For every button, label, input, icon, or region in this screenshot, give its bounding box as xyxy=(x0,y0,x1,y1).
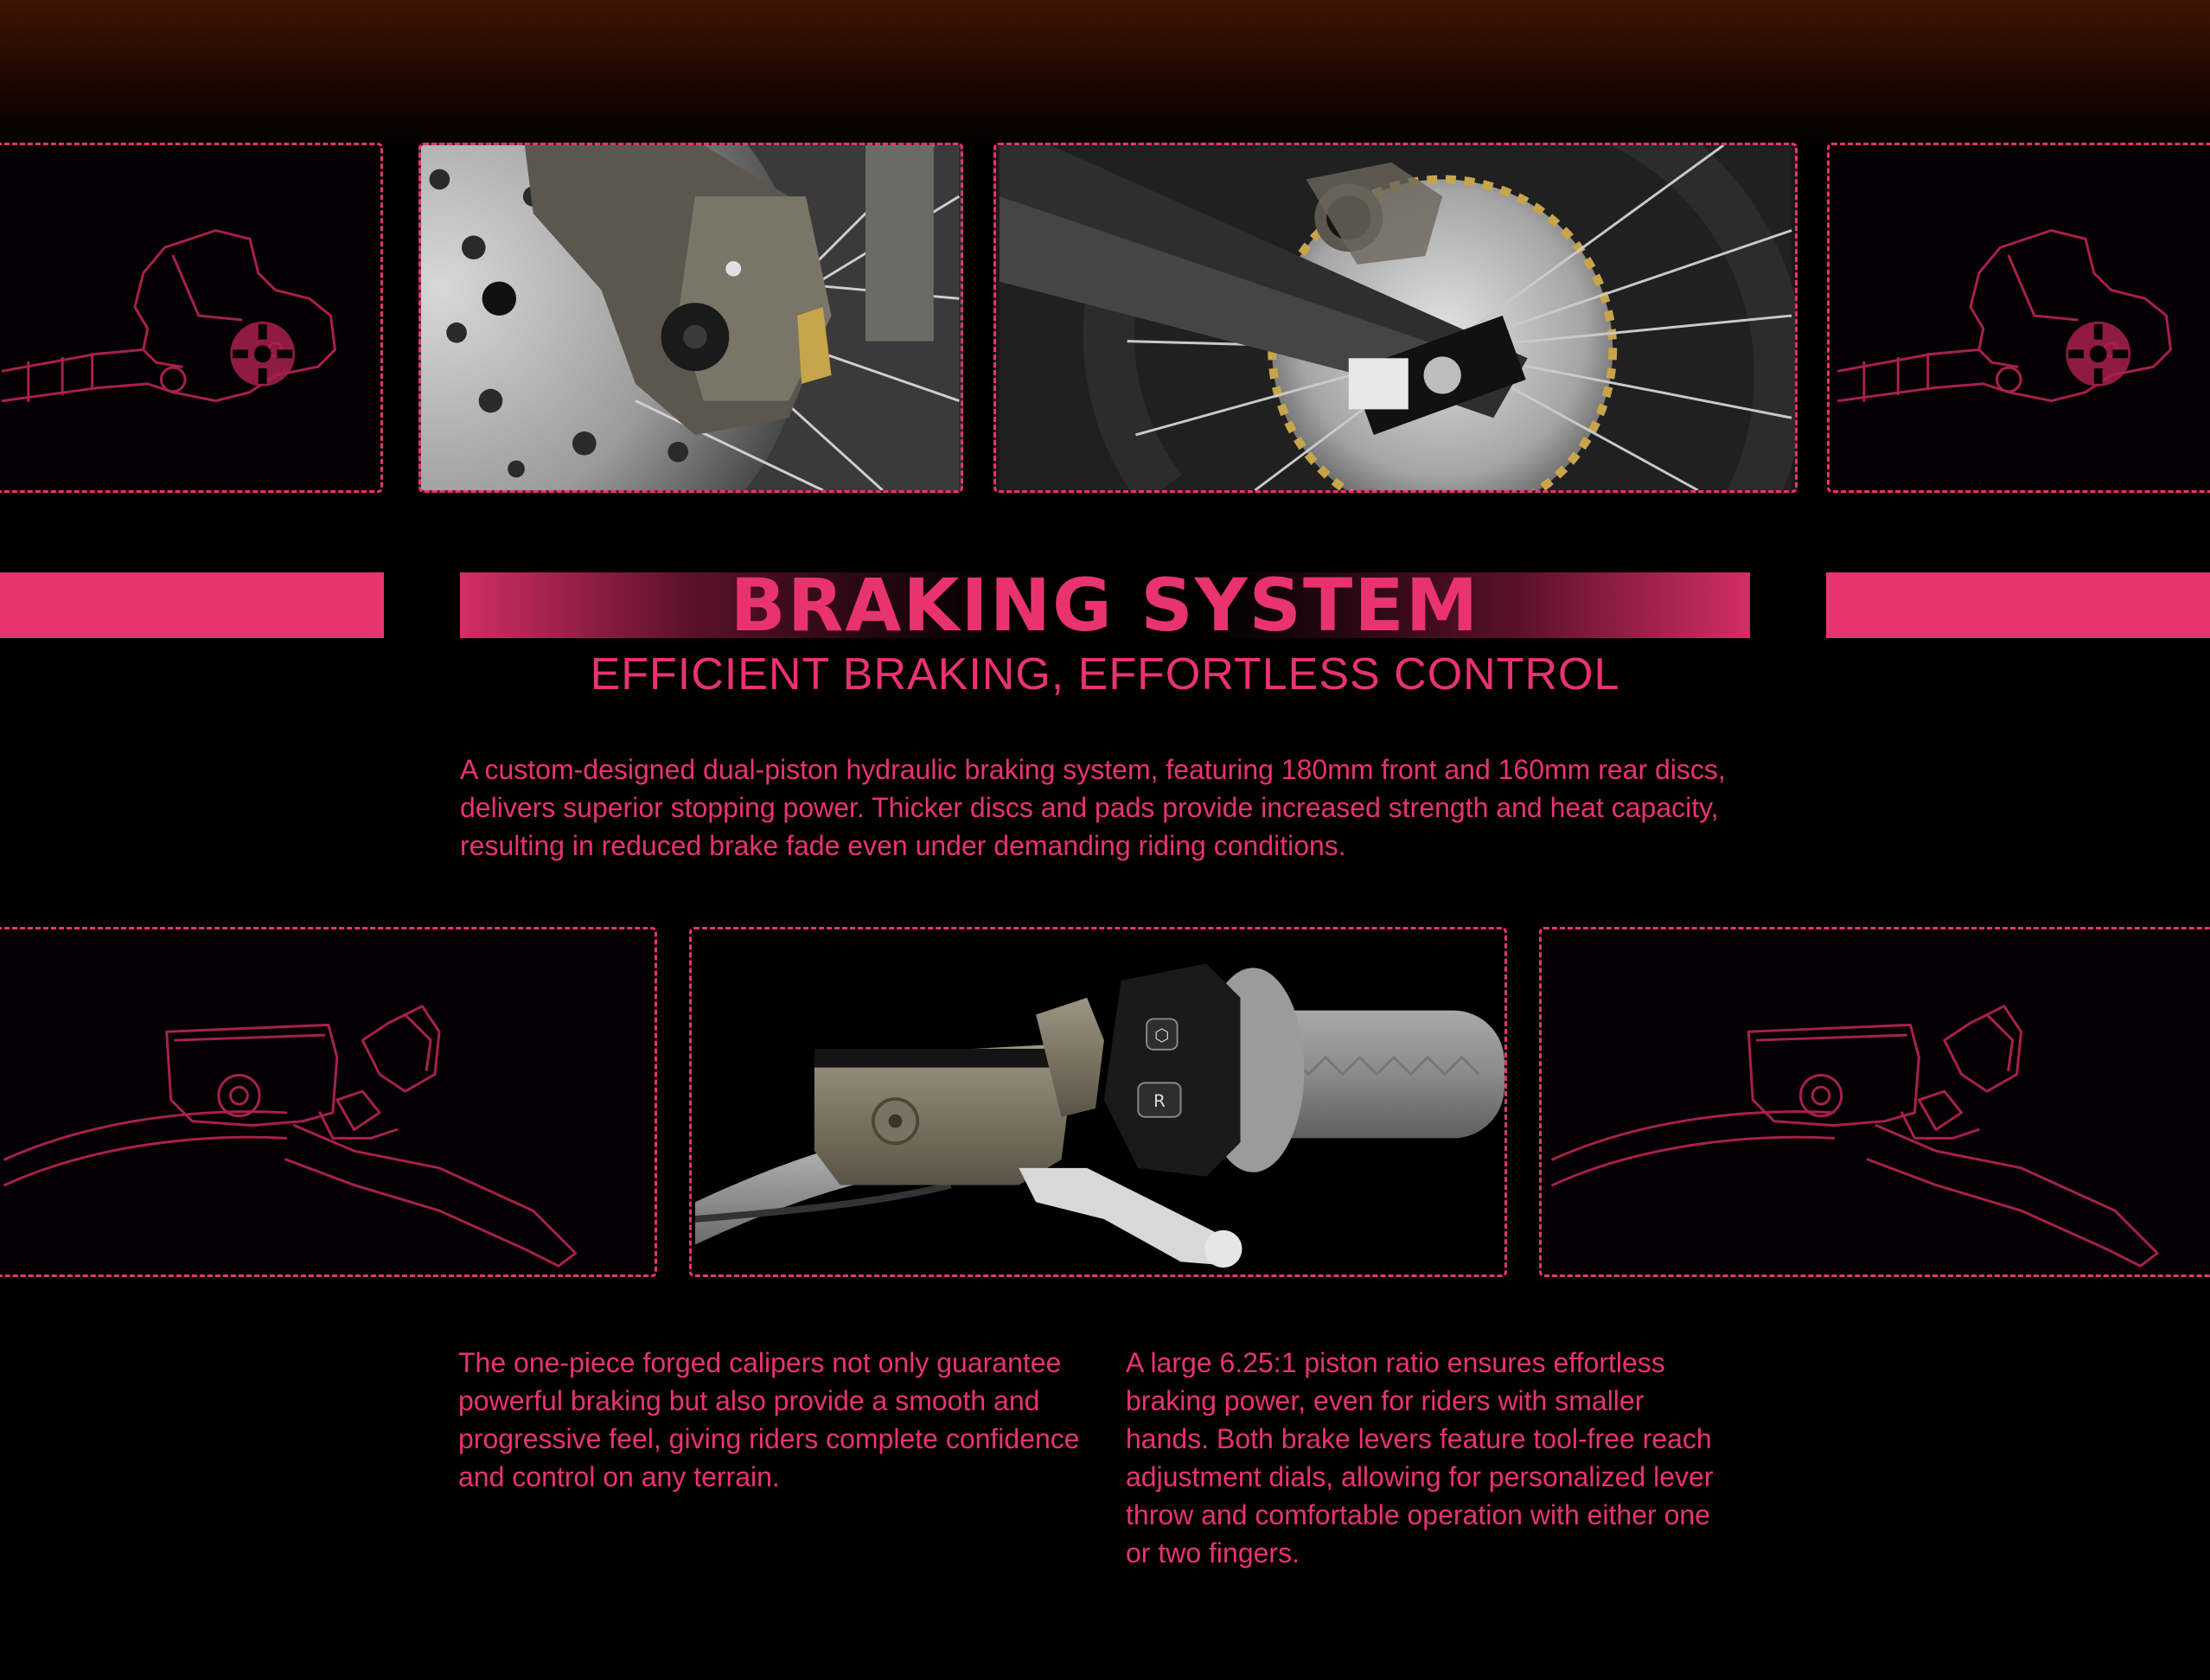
title-bar-right xyxy=(1826,572,2210,638)
caliper-outline-icon xyxy=(1836,229,2172,403)
feature-lever-text: A large 6.25:1 piston ratio ensures effo… xyxy=(1126,1347,1714,1568)
intro-paragraph: A custom-designed dual-piston hydraulic … xyxy=(460,754,1726,861)
caliper-sketch-right xyxy=(1827,143,2210,493)
caliper-outline-icon xyxy=(1,229,336,403)
top-gradient xyxy=(0,0,2210,147)
caliper-sketch-left xyxy=(0,143,383,493)
lever-sketch-right xyxy=(1539,927,2210,1277)
brake-lever-outline-icon xyxy=(3,1005,578,1268)
page-subtitle: EFFICIENT BRAKING, EFFORTLESS CONTROL xyxy=(590,649,1620,699)
title-bar-gradient xyxy=(460,572,1750,638)
switch-top-label: ⬡ xyxy=(1154,1025,1169,1045)
rear-brake-photo xyxy=(993,143,1798,493)
switch-bottom-label: R xyxy=(1153,1091,1166,1111)
title-bar-left xyxy=(0,572,384,638)
front-brake-photo xyxy=(418,143,963,493)
feature-caliper-text: The one-piece forged calipers not only g… xyxy=(458,1347,1080,1492)
page-title: BRAKING SYSTEM xyxy=(730,563,1480,648)
brake-lever-photo: ⬡ R xyxy=(689,927,1507,1277)
lever-sketch-left xyxy=(0,927,657,1277)
brake-lever-outline-icon xyxy=(1551,1005,2159,1268)
